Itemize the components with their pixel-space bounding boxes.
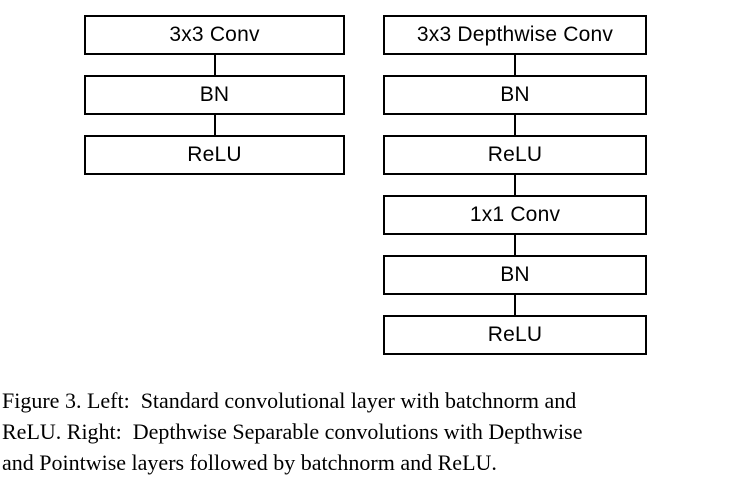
box-label: BN [500,83,530,106]
box-label: ReLU [487,323,543,346]
depthwise-separable-column: 3x3 Depthwise Conv BN ReLU 1x1 Conv BN R… [383,15,647,355]
caption-line-3: and Pointwise layers followed by batchno… [2,450,497,475]
connector-line [514,175,516,195]
diagram-box-bn: BN [84,75,345,115]
box-label: ReLU [487,143,543,166]
box-label: ReLU [187,143,242,166]
diagram-box-3x3-depthwise-conv: 3x3 Depthwise Conv [383,15,647,55]
connector-line [514,115,516,135]
box-label: 3x3 Depthwise Conv [416,23,614,46]
diagram-box-bn: BN [383,75,647,115]
box-label: BN [199,83,230,106]
caption-line-1: Figure 3. Left: Standard convolutional l… [2,388,577,413]
diagram-box-relu: ReLU [383,315,647,355]
connector-line [213,55,216,75]
figure-caption: Figure 3. Left: Standard convolutional l… [2,385,728,478]
box-label: BN [500,263,530,286]
connector-line [514,55,516,75]
diagram-box-relu: ReLU [84,135,345,175]
box-label: 1x1 Conv [469,203,561,226]
diagram-box-relu: ReLU [383,135,647,175]
standard-conv-column: 3x3 Conv BN ReLU [84,15,345,175]
diagram-box-bn: BN [383,255,647,295]
box-label: 3x3 Conv [169,23,260,46]
connector-line [213,115,216,135]
connector-line [514,235,516,255]
diagram-box-3x3-conv: 3x3 Conv [84,15,345,55]
diagram-box-1x1-conv: 1x1 Conv [383,195,647,235]
connector-line [514,295,516,315]
caption-line-2: ReLU. Right: Depthwise Separable convolu… [2,419,583,444]
